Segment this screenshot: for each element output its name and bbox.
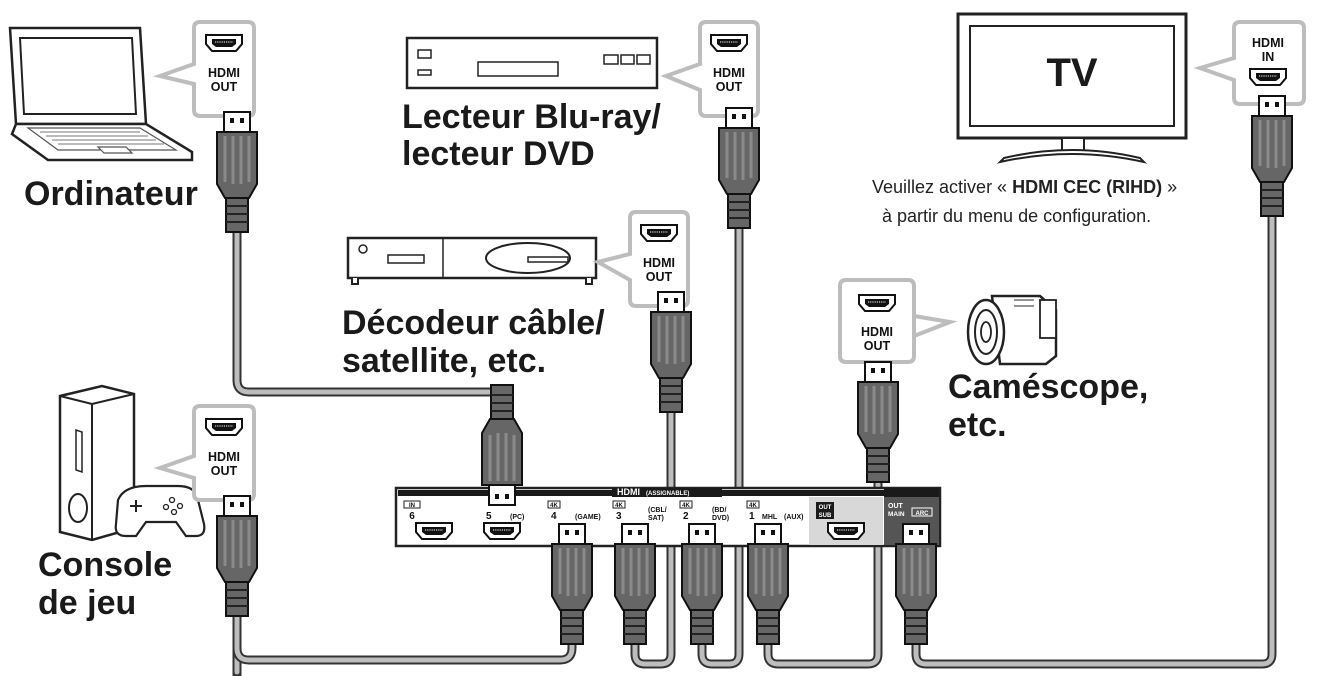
port-3-4k-badge: 4K: [615, 503, 623, 509]
port-6-number: 6: [409, 511, 415, 522]
computer-hdmi-bubble: HDMI OUT: [152, 20, 256, 118]
port-4-4k-badge: 4K: [550, 503, 558, 509]
hdmi-port-icon: [205, 418, 243, 436]
console-hdmi-label: HDMI: [208, 450, 240, 464]
decoder-label-line1: Décodeur câble/: [342, 304, 605, 342]
port-5-tag: (PC): [510, 514, 524, 521]
port-2-number: 2: [683, 511, 689, 522]
hdmi-port-icon: [1249, 68, 1287, 86]
hdmi-port-5-icon: [483, 522, 521, 540]
port-2-tag-line2: DVD): [712, 515, 729, 522]
port-3-tag-line1: (CBL/: [648, 507, 667, 514]
console-label-line2: de jeu: [38, 584, 136, 622]
decoder-out-label: OUT: [646, 270, 673, 284]
hdmi-plug-icon: [649, 290, 693, 414]
hdmi-plug-icon: [746, 522, 790, 646]
port-1-4k-badge: 4K: [749, 503, 757, 509]
bluray-label-line2: lecteur DVD: [402, 135, 595, 173]
hdmi-plug-icon: [680, 522, 724, 646]
decoder-label-line2: satellite, etc.: [342, 342, 546, 380]
tv-hdmi-label: HDMI: [1252, 36, 1284, 50]
hdmi-port-icon: [710, 34, 748, 52]
decoder-hdmi-label: HDMI: [643, 256, 675, 270]
camcorder-hdmi-label: HDMI: [861, 325, 893, 339]
hdmi-plug-icon: [550, 522, 594, 646]
decoder-device: [346, 236, 598, 285]
receiver-hdmi-panel: HDMI (ASSIGNABLE) IN 6 5 (PC) 4K 4 (GAME…: [394, 486, 942, 548]
console-hdmi-bubble: HDMI OUT: [153, 404, 256, 502]
port-1-number: 1: [749, 511, 755, 522]
camcorder-label-line1: Caméscope,: [948, 368, 1148, 406]
hdmi-plug-icon: [1250, 94, 1294, 218]
arc-badge: ARC: [916, 511, 930, 517]
bluray-hdmi-bubble: HDMI OUT: [660, 20, 760, 118]
bluray-label-line1: Lecteur Blu-ray/: [402, 98, 661, 136]
bluray-hdmi-label: HDMI: [713, 66, 745, 80]
computer-hdmi-label: HDMI: [208, 66, 240, 80]
decoder-hdmi-bubble: HDMI OUT: [592, 210, 690, 308]
console-device: [58, 384, 206, 542]
cables: [232, 177, 1277, 676]
port-1-tag: (AUX): [784, 514, 803, 521]
hdmi-plug-icon: [717, 106, 761, 230]
out-sub-out-label: OUT: [819, 505, 832, 511]
port-4-number: 4: [551, 511, 557, 522]
out-main-out-label: OUT: [888, 503, 904, 510]
out-sub-sub-label: SUB: [819, 513, 832, 519]
hdmi-plug-icon: [613, 522, 657, 646]
port-3-number: 3: [616, 511, 622, 522]
camcorder-device: [966, 294, 1058, 366]
panel-in-badge: IN: [409, 503, 415, 509]
hdmi-plug-icon: [215, 494, 259, 618]
computer-device: [8, 26, 194, 162]
camcorder-out-label: OUT: [864, 339, 891, 353]
out-main-main-label: MAIN: [888, 511, 905, 518]
tv-hdmi-bubble: HDMI IN: [1193, 20, 1306, 106]
panel-hdmi-title: HDMI: [617, 487, 640, 497]
port-4-tag: (GAME): [575, 514, 601, 521]
hdmi-port-icon: [205, 34, 243, 52]
computer-label: Ordinateur: [24, 175, 198, 213]
port-5-number: 5: [486, 511, 492, 522]
tv-device: TV: [956, 12, 1188, 164]
hdmi-plug-icon: [894, 522, 938, 646]
camcorder-label-line2: etc.: [948, 406, 1007, 444]
port-3-tag-line2: SAT): [648, 515, 664, 522]
tv-screen-label: TV: [1046, 51, 1097, 95]
console-label-line1: Console: [38, 546, 172, 584]
console-out-label: OUT: [211, 464, 238, 478]
hdmi-plug-icon: [480, 383, 524, 507]
hdmi-port-out-sub-icon: [827, 522, 865, 540]
hdmi-port-icon: [640, 224, 678, 242]
computer-out-label: OUT: [211, 80, 238, 94]
cec-note-line2: à partir du menu de configuration.: [882, 206, 1151, 226]
camcorder-hdmi-bubble: HDMI OUT: [838, 278, 958, 364]
hdmi-port-6-icon: [415, 522, 453, 540]
tv-in-label: IN: [1262, 50, 1275, 64]
cec-note-line1: Veuillez activer « HDMI CEC (RIHD) »: [872, 177, 1177, 197]
bluray-device: [405, 36, 659, 90]
hdmi-plug-icon: [215, 110, 259, 234]
port-2-4k-badge: 4K: [682, 503, 690, 509]
port-1-mhl: MHL: [762, 514, 778, 521]
panel-hdmi-subtitle: (ASSIGNABLE): [646, 491, 689, 497]
bluray-out-label: OUT: [716, 80, 743, 94]
hdmi-plug-icon: [856, 360, 900, 484]
hdmi-port-icon: [858, 294, 896, 312]
port-2-tag-line1: (BD/: [712, 507, 726, 514]
